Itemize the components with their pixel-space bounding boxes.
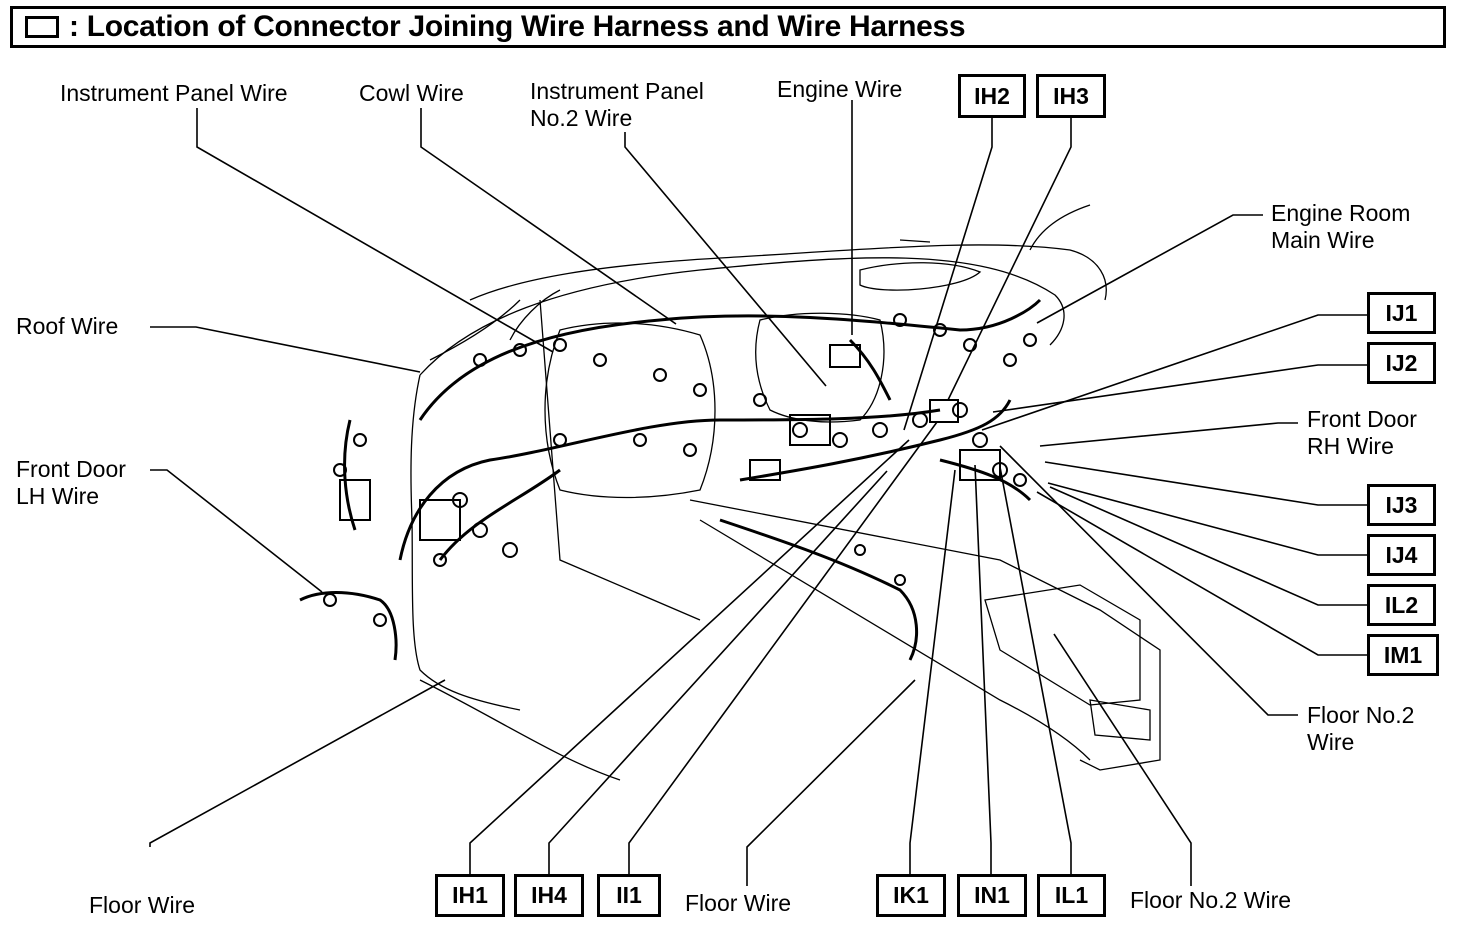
label-floor-no2-right-line2: Wire [1307,729,1355,755]
label-instrument-panel-wire: Instrument Panel Wire [60,80,288,106]
label-instrument-panel-no2-line1: Instrument Panel [530,78,704,104]
page-title: : Location of Connector Joining Wire Har… [69,10,966,43]
title-bar: : Location of Connector Joining Wire Har… [10,6,1446,48]
connector-box-IN1: IN1 [957,874,1027,917]
label-floor-no2-right-line1: Floor No.2 [1307,702,1415,728]
connector-box-IK1: IK1 [876,874,946,917]
connector-box-IH3: IH3 [1036,74,1106,118]
label-floor-wire-left: Floor Wire [89,892,196,918]
label-front-door-rh-line1: Front Door [1307,406,1417,432]
connector-symbol-icon [25,16,59,38]
connector-box-IH4: IH4 [514,874,584,917]
connector-box-IL1: IL1 [1037,874,1106,917]
vehicle-outline [410,204,1161,781]
connector-box-IM1: IM1 [1367,634,1439,676]
label-floor-no2-wire-bottom: Floor No.2 Wire [1130,887,1292,913]
leader-lines [149,100,1367,886]
label-instrument-panel-no2-line2: No.2 Wire [530,105,633,131]
label-engine-room-main-line2: Main Wire [1271,227,1375,253]
connector-box-IH2: IH2 [958,74,1026,118]
label-cowl-wire: Cowl Wire [359,80,464,106]
connector-box-IH1: IH1 [435,874,505,917]
connector-details [323,313,1037,627]
label-front-door-rh-line2: RH Wire [1307,433,1394,459]
label-engine-wire: Engine Wire [777,76,903,102]
connector-box-IJ1: IJ1 [1367,292,1436,334]
label-front-door-lh-line2: LH Wire [16,483,100,509]
label-front-door-lh-line1: Front Door [16,456,126,482]
label-floor-wire-center: Floor Wire [685,890,792,916]
connector-box-IJ3: IJ3 [1367,484,1436,526]
connector-box-II1: II1 [597,874,661,917]
connector-box-IL2: IL2 [1367,584,1436,626]
connector-box-IJ2: IJ2 [1367,342,1436,384]
connector-box-IJ4: IJ4 [1367,534,1436,576]
label-engine-room-main-line1: Engine Room [1271,200,1411,226]
label-roof-wire: Roof Wire [16,313,119,339]
